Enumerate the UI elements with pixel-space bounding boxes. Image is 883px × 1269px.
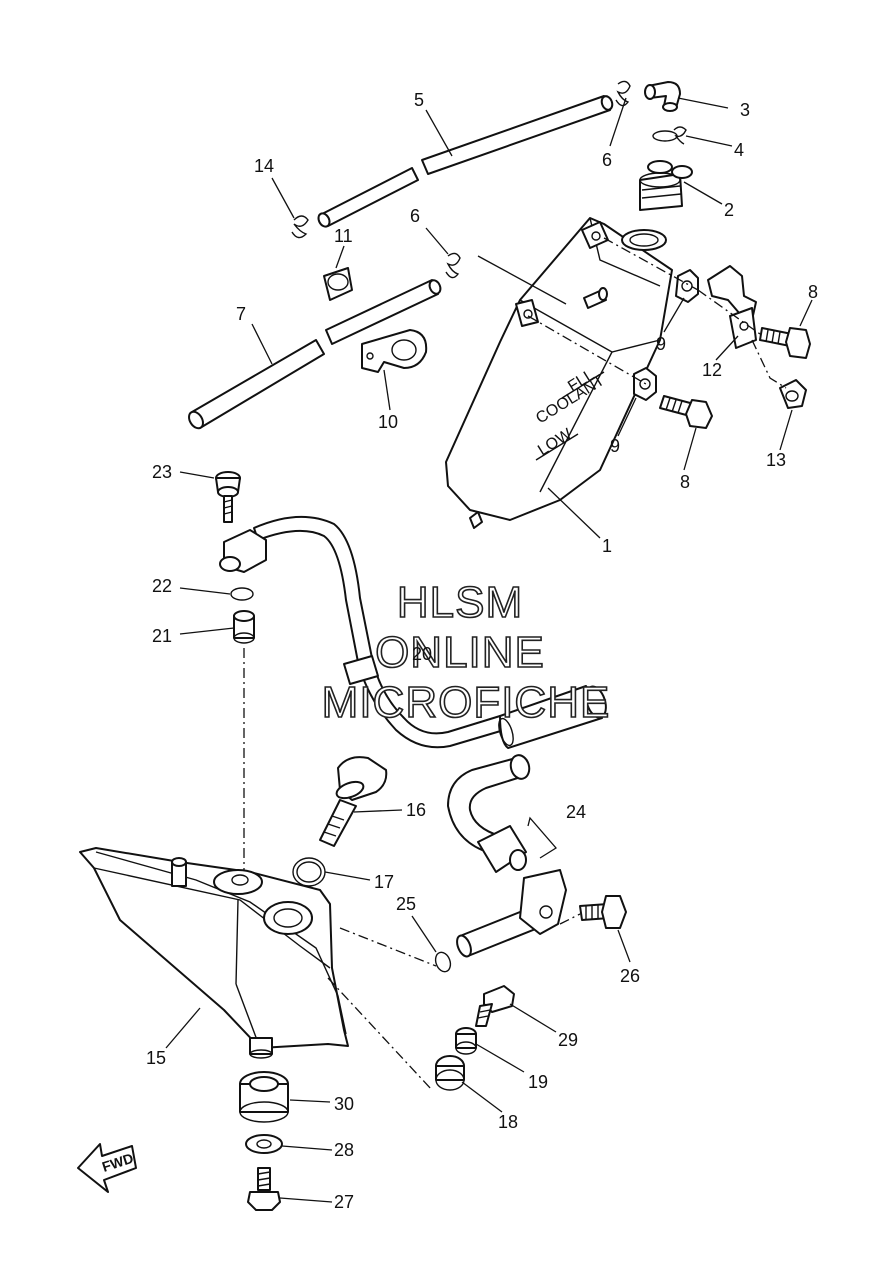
overflow-hose-lower: [188, 279, 442, 430]
oil-tank-15: [79, 847, 349, 1059]
callout-8-upper: 8: [808, 282, 818, 302]
bolt-29: [475, 985, 515, 1027]
breather-pipe-20: [219, 515, 607, 749]
forward-arrow-icon: FWD: [77, 1143, 137, 1193]
callout-18: 18: [498, 1112, 518, 1132]
callout-9-upper: 9: [656, 334, 666, 354]
assembly-line: [527, 315, 647, 385]
watermark-line-3: MICROFICHE: [322, 678, 611, 727]
bolt-26: [579, 895, 627, 929]
callout-6-mid: 6: [410, 206, 420, 226]
grommet-9-upper: [675, 269, 699, 303]
hose-clamp-10: [361, 329, 428, 373]
callout-1: 1: [602, 536, 612, 556]
callout-8-lower: 8: [680, 472, 690, 492]
oil-pipe-24: [447, 754, 567, 958]
dipstick-16: [319, 756, 388, 847]
bolt-8-lower: [659, 395, 713, 429]
assembly-line: [603, 237, 699, 291]
bracket-12: [707, 265, 757, 349]
callout-4: 4: [734, 140, 744, 160]
collar-21: [233, 610, 255, 644]
callout-5: 5: [414, 90, 424, 110]
callout-7: 7: [236, 304, 246, 324]
o-ring-25: [434, 951, 452, 973]
callout-25: 25: [396, 894, 416, 914]
callout-6-top: 6: [602, 150, 612, 170]
callout-30: 30: [334, 1094, 354, 1114]
elbow-fitting-3: [644, 81, 681, 112]
reservoir-cap-2: [639, 160, 693, 211]
hose-clamp-11: [323, 267, 353, 301]
bolt-27: [247, 1167, 281, 1211]
washer-22: [230, 587, 254, 601]
watermark: HLSM ONLINE MICROFICHE: [321, 577, 611, 728]
callout-21: 21: [152, 626, 172, 646]
callout-22: 22: [152, 576, 172, 596]
callout-16: 16: [406, 800, 426, 820]
leader-lines: [165, 97, 813, 1203]
callout-11: 11: [334, 226, 353, 246]
callout-9-lower: 9: [610, 436, 620, 456]
watermark-line-2: ONLINE: [375, 628, 545, 677]
hose-clip-6-top: [615, 80, 631, 107]
callout-24: 24: [566, 802, 586, 822]
clip-4: [652, 126, 687, 145]
watermark-line-1: HLSM: [397, 578, 523, 627]
callout-27: 27: [334, 1192, 354, 1212]
callout-numbers: 1 2 3 4 5 6 6 7 8 8 9 9 10 11 12 13 14 1…: [146, 90, 818, 1212]
callout-13: 13: [766, 450, 786, 470]
o-ring-17: [292, 857, 326, 887]
assembly-line: [697, 289, 761, 335]
callout-23: 23: [152, 462, 172, 482]
grommet-30: [239, 1071, 289, 1123]
hose-clip-14: [291, 215, 309, 239]
coolant-reservoir-tank: FLL COOLANT LOW: [445, 217, 673, 529]
overflow-hose-upper: [317, 95, 614, 228]
callout-3: 3: [740, 100, 750, 120]
assembly-line: [559, 913, 581, 925]
assembly-line: [327, 977, 433, 1091]
callout-26: 26: [620, 966, 640, 986]
callout-2: 2: [724, 200, 734, 220]
callout-10: 10: [378, 412, 398, 432]
callout-20: 20: [412, 644, 432, 664]
callout-28: 28: [334, 1140, 354, 1160]
callout-19: 19: [528, 1072, 548, 1092]
assembly-line: [751, 339, 787, 389]
callout-14: 14: [254, 156, 274, 176]
hose-clip-13: [779, 379, 807, 409]
washer-28: [245, 1134, 283, 1154]
hose-clip-6-mid: [445, 252, 461, 279]
callout-12: 12: [702, 360, 722, 380]
bolt-8-upper: [759, 327, 811, 359]
grommet-18: [435, 1055, 465, 1091]
clip-6-leader: [477, 255, 567, 305]
callout-17: 17: [374, 872, 394, 892]
callout-29: 29: [558, 1030, 578, 1050]
collar-19: [455, 1027, 477, 1055]
bolt-23: [215, 471, 241, 523]
assembly-line: [339, 927, 437, 967]
callout-15: 15: [146, 1048, 166, 1068]
